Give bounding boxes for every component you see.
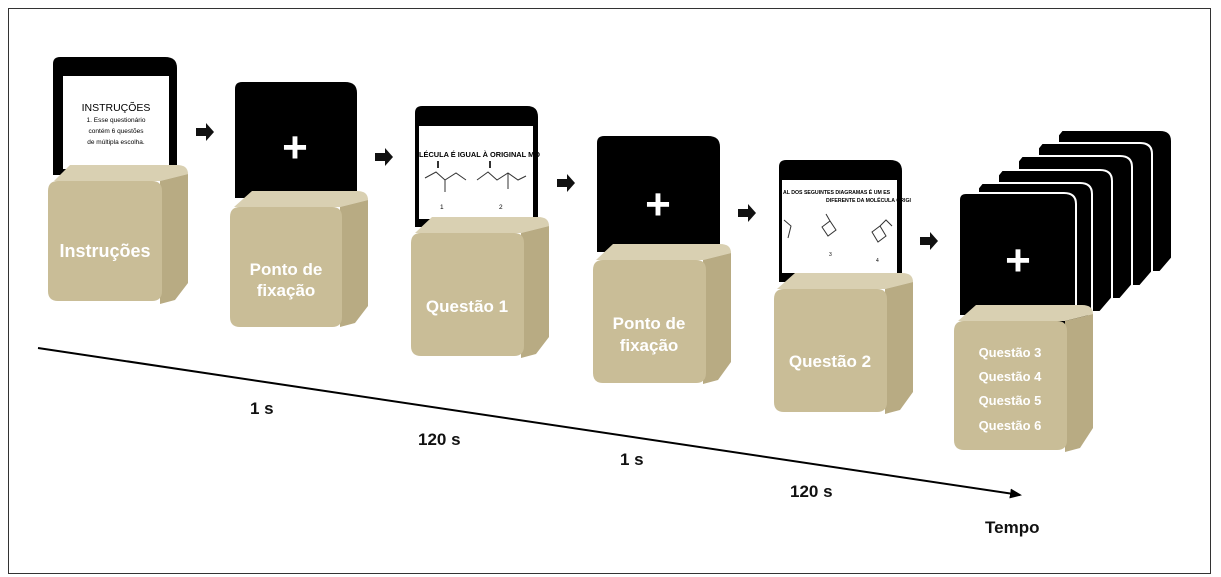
stage-label-ponto-de-fixacao: fixação (620, 336, 679, 355)
fixation-cross-icon: + (282, 123, 308, 172)
question-2-header: DIFERENTE DA MOLÉCULA ORIGI (826, 196, 911, 204)
duration-label-1: 1 s (250, 399, 274, 418)
question-2-option: 4 (876, 258, 879, 264)
stage-label-questao-4: Questão 4 (979, 369, 1043, 384)
question-1-header: LÉCULA É IGUAL À ORIGINAL MO (419, 150, 540, 159)
box-side (885, 282, 913, 414)
question-2-option: 3 (829, 252, 832, 258)
stage-label-questao-2: Questão 2 (789, 352, 871, 371)
instructions-line: de múltipla escolha. (87, 139, 145, 146)
box-side (1065, 314, 1093, 452)
question-1-option: 1 (440, 204, 444, 211)
stage-label-ponto-de-fixacao: fixação (257, 281, 316, 300)
duration-label-4: 120 s (790, 482, 833, 501)
stage-questao-2: AL DOS SEGUINTES DIAGRAMAS É UM ES DIFER… (774, 160, 913, 414)
box-front (48, 181, 162, 301)
arrow-icon (196, 123, 214, 141)
stage-ponto-de-fixacao-2: + Ponto de fixação (593, 136, 731, 384)
stage-label-questao-1: Questão 1 (426, 297, 508, 316)
question-1-option: 2 (499, 204, 503, 211)
box-front (774, 289, 887, 412)
box-top (958, 305, 1093, 321)
fixation-cross-icon: + (1005, 236, 1031, 285)
stage-label-questao-6: Questão 6 (979, 418, 1042, 433)
question-2-header: AL DOS SEGUINTES DIAGRAMAS É UM ES (783, 188, 891, 196)
box-side (160, 174, 188, 304)
box-top (415, 217, 549, 233)
stage-instrucoes: INSTRUÇÕES 1. Esse questionário contém 6… (48, 57, 188, 304)
arrow-icon (557, 174, 575, 192)
time-axis (37, 347, 1022, 499)
screen-fixation (597, 136, 720, 252)
duration-label-3: 1 s (620, 450, 644, 469)
molecule-drawing (783, 219, 792, 239)
instructions-line: contém 6 questões (89, 128, 145, 135)
arrow-icon (738, 204, 756, 222)
box-top (54, 165, 188, 181)
box-top (234, 191, 368, 207)
molecule-drawing (871, 219, 893, 243)
arrow-icon (375, 148, 393, 166)
axis-label-tempo: Tempo (985, 518, 1039, 537)
stage-label-questao-5: Questão 5 (979, 393, 1042, 408)
stage-questoes-3-6: + Questão 3 Questão 4 Questão 5 Questão … (954, 129, 1173, 452)
stage-label-ponto-de-fixacao: Ponto de (250, 260, 323, 279)
instructions-line: 1. Esse questionário (87, 117, 146, 124)
arrow-icon (920, 232, 938, 250)
box-front (411, 233, 524, 356)
stage-label-ponto-de-fixacao: Ponto de (613, 314, 686, 333)
molecule-drawing (821, 213, 837, 237)
box-side (340, 200, 368, 327)
fixation-cross-icon: + (645, 180, 671, 229)
box-front (593, 260, 706, 383)
instructions-title: INSTRUÇÕES (82, 101, 151, 114)
stage-label-questao-3: Questão 3 (979, 345, 1042, 360)
box-side (521, 226, 549, 358)
molecule-drawing (476, 171, 527, 181)
box-top (777, 273, 913, 289)
box-top (596, 244, 731, 260)
stage-label-instrucoes: Instruções (59, 241, 150, 261)
duration-label-2: 120 s (418, 430, 461, 449)
box-front (230, 207, 342, 327)
stage-questao-1: LÉCULA É IGUAL À ORIGINAL MO 1 2 Questão… (411, 106, 549, 358)
stage-ponto-de-fixacao-1: + Ponto de fixação (230, 82, 368, 327)
box-side (703, 253, 731, 384)
box-front (954, 321, 1067, 450)
screen-fixation (235, 82, 357, 198)
